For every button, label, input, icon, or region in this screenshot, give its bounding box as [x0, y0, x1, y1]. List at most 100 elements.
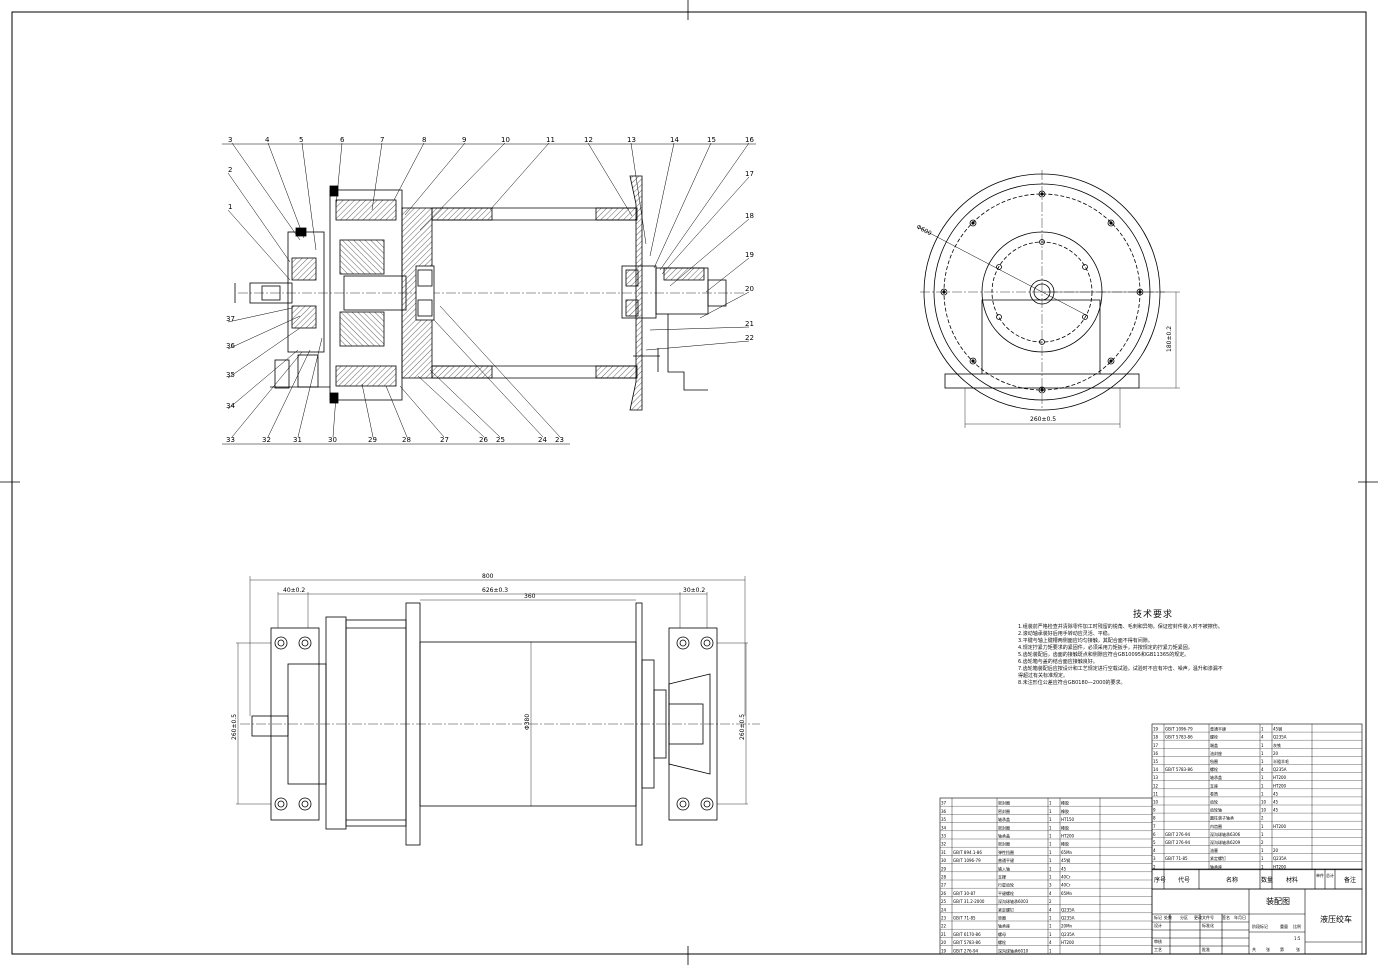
bom-cell: 1	[1261, 848, 1264, 853]
bom-cell: 22	[941, 924, 947, 929]
bom-cell: 19	[1153, 727, 1159, 732]
scale-label: 比例	[1293, 923, 1301, 929]
bom-cell: 1	[1049, 875, 1052, 880]
bom-cell: GB/T 894.1-86	[953, 850, 982, 855]
dim-width-260: 260±0.5	[1030, 416, 1056, 423]
dim-40: 40±0.2	[283, 587, 305, 594]
scale-value: 1:5	[1294, 936, 1301, 941]
balloon-bottom: 33	[226, 436, 235, 444]
bom-cell: 螺栓	[1210, 766, 1218, 772]
balloon-bottom: 30	[328, 436, 337, 444]
dim-drum-dia: Φ380	[524, 714, 531, 730]
bom-cell: 6	[1153, 832, 1156, 837]
balloon-top: 7	[380, 136, 384, 144]
drawing-name: 装配图	[1266, 896, 1290, 906]
bom-cell: 24	[941, 907, 947, 912]
bom-cell: 65Mn	[1061, 850, 1073, 855]
balloon-bottom: 32	[262, 436, 271, 444]
bom-cell: 9	[1153, 808, 1156, 813]
balloon-underlines	[222, 143, 756, 445]
label-mark: 标记	[1154, 914, 1162, 920]
label-change: 更改文件号	[1194, 914, 1214, 920]
bom-cell: 弹性挡圈	[998, 849, 1014, 855]
balloon-right: 22	[745, 334, 754, 342]
balloons-right: 17 18 19 20 21 22	[745, 170, 754, 342]
bom-cell: 25	[941, 899, 947, 904]
tech-line: 5.齿轮装配后，齿面的接触斑点和侧隙应符合GB10095和GB11365的规定。	[1018, 652, 1190, 658]
bom-cell: 1	[1261, 832, 1264, 837]
bom-cell: 1	[1049, 850, 1052, 855]
bom-cell: 45	[1273, 800, 1279, 805]
bom-cell: 23	[941, 916, 947, 921]
bom-cell: GB/T 276-94	[953, 948, 979, 953]
bom-cell: 轴承盖	[1210, 774, 1222, 780]
bom-cell: 紧定螺钉	[998, 906, 1014, 912]
bom-cell: Q235A	[1061, 916, 1075, 921]
bom-cell: 橡胶	[1061, 824, 1069, 830]
bom-cell: 2	[1261, 816, 1264, 821]
tech-line: 7.齿轮箱装配后应按设计和工艺规定进行空载试验。试验时不应有冲击、噪声，温升和渗…	[1018, 666, 1223, 672]
bom-cell: 33	[941, 834, 947, 839]
label-approve: 批准	[1202, 946, 1210, 952]
bom-cell: 1	[1049, 834, 1052, 839]
front-view	[919, 170, 1180, 428]
bom-cell: 20	[1273, 751, 1279, 756]
bom-cell: Q235A	[1273, 767, 1287, 772]
top-view	[236, 576, 760, 846]
bom-cell: 16	[1153, 751, 1159, 756]
balloon-bottom: 27	[440, 436, 449, 444]
balloon-top: 15	[707, 136, 716, 144]
bom-cell: 36	[941, 809, 947, 814]
bom-cell: 螺栓	[1210, 734, 1218, 740]
bom-cell: 3	[1049, 883, 1052, 888]
bom-cell: HT150	[1061, 817, 1075, 822]
label-date: 年月日	[1234, 914, 1246, 920]
bom-cell: 平键螺栓	[998, 890, 1014, 896]
bom-cell: 45	[1061, 866, 1067, 871]
bom-cell: GB/T 276-94	[1165, 840, 1191, 845]
bom-cell: 12	[1153, 783, 1159, 788]
balloon-left: 2	[228, 166, 232, 174]
bom-cell: 40Cr	[1061, 875, 1071, 880]
bom-cell: 橡胶	[1061, 841, 1069, 847]
bom-cell: 14	[1153, 767, 1159, 772]
bom-cell: 圆柱滚子轴承	[1210, 815, 1234, 821]
bom-cell: 65Mn	[1061, 891, 1073, 896]
bom-cell: 4	[1049, 940, 1052, 945]
section-leaders	[227, 142, 750, 438]
bom-cell: 内齿圈	[1210, 823, 1222, 829]
bom-cell: 1	[1261, 759, 1264, 764]
bom-cell: 1	[1261, 791, 1264, 796]
bom-cell: GB/T 5783-86	[1165, 767, 1193, 772]
bom-cell: 1	[1261, 824, 1264, 829]
bom-cell: 1	[1261, 856, 1264, 861]
bom-cell: HT200	[1273, 783, 1287, 788]
bom-cell: 轴承座	[998, 923, 1010, 929]
section-view	[234, 175, 745, 411]
bom-cell: 1	[1049, 916, 1052, 921]
dim-30: 30±0.2	[683, 587, 705, 594]
bom-cell: 45钢	[1273, 726, 1282, 732]
product-name: 液压绞车	[1320, 914, 1352, 924]
title-block	[1151, 868, 1363, 955]
balloon-bottom: 23	[555, 436, 564, 444]
dim-360: 360	[524, 593, 536, 600]
bom-cell: 深沟球轴承6003	[998, 898, 1029, 904]
balloon-top: 9	[462, 136, 466, 144]
bom-cell: GB/T 1096-79	[1165, 727, 1193, 732]
bom-cell: 10	[1153, 800, 1159, 805]
label-standard: 标准化	[1202, 922, 1214, 928]
label-review: 审核	[1154, 938, 1162, 944]
bom-cell: 卷筒	[1210, 790, 1218, 796]
bom-cell: 1	[1049, 924, 1052, 929]
bom-cell: Q235A	[1273, 856, 1287, 861]
bom-cell: 5	[1153, 840, 1156, 845]
bom-cell: 18	[1153, 735, 1159, 740]
bom-cell: 28	[941, 875, 947, 880]
bom-cell: 27	[941, 883, 947, 888]
bom-cell: 1	[1049, 825, 1052, 830]
bom-cell: 轴承座	[1210, 863, 1222, 869]
bom-cell: 1	[1261, 783, 1264, 788]
tech-line: 1.组装前严格检查并清除零件加工时残留的锐角、毛刺和异物。保证密封件装入时不被擦…	[1018, 624, 1223, 630]
